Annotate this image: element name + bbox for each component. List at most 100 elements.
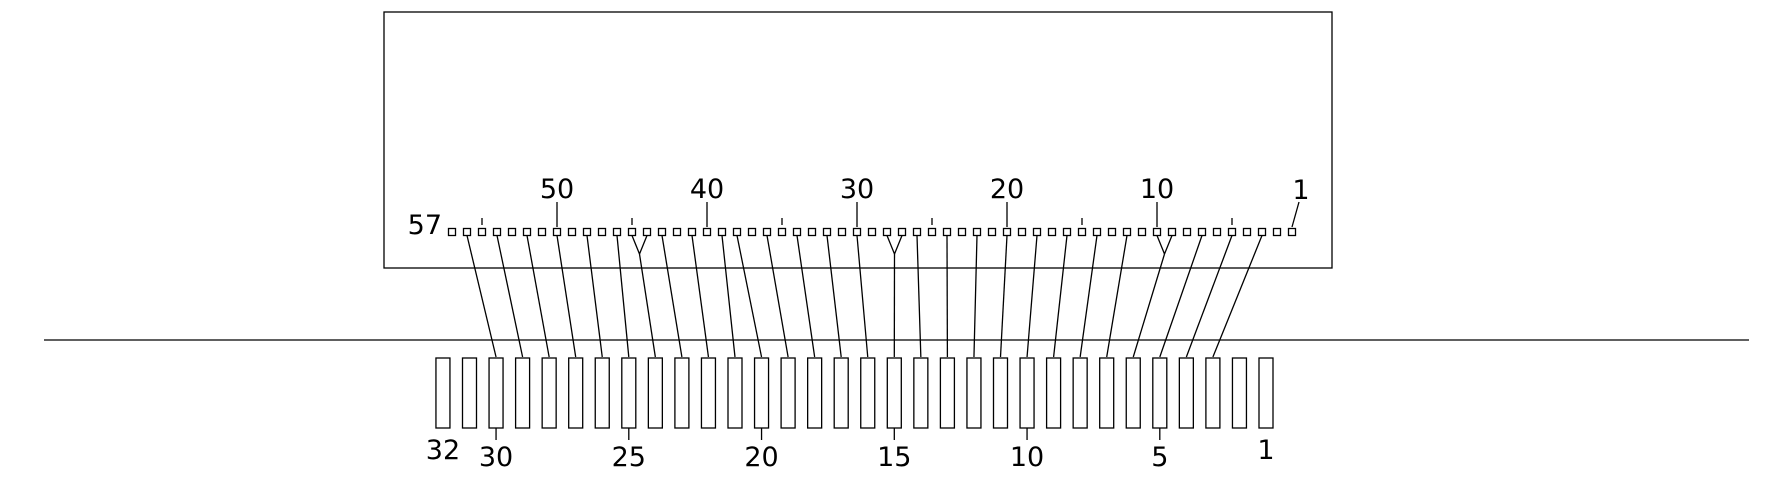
connector-pin-label: 32 [426,435,460,466]
connector-pin-22 [701,358,715,428]
wire-pin-27 [557,236,576,358]
connector-pin-23 [675,358,689,428]
lcd-pad-label: 40 [690,174,724,205]
connector-pin-21 [728,358,742,428]
wire-pin-22 [692,236,708,358]
lcd-pad-19 [1019,229,1026,236]
connector-pin-25 [622,358,636,428]
lcd-pad-17 [1049,229,1056,236]
wires-layer [467,236,1262,358]
lcd-pad-24 [944,229,951,236]
wire-fork-branch [1165,236,1173,255]
lcd-pad-56 [464,229,471,236]
wire-fork-branch [1157,236,1165,255]
lcd-pad-30 [854,229,861,236]
lcd-pad-54 [494,229,501,236]
connector-pin-label: 5 [1151,442,1168,473]
wire-pin-25 [617,236,629,358]
wire-pin-6 [1133,254,1164,357]
lcd-pad-11 [1139,229,1146,236]
connector-pin-19 [781,358,795,428]
wire-fork-branch [887,236,895,255]
connector-pin-7 [1100,358,1114,428]
lcd-pad-14 [1094,229,1101,236]
connector-pin-label: 30 [479,442,513,473]
connector-pin-24 [648,358,662,428]
lcd-pad-46 [614,229,621,236]
connector-pin-1 [1259,358,1273,428]
wire-pin-3 [1213,236,1262,358]
lcd-pad-41 [689,229,696,236]
wire-pin-4 [1186,236,1232,358]
lcd-pad-57 [449,229,456,236]
wire-pin-16 [857,236,868,358]
lcd-pad-label: 57 [408,210,442,241]
connector-pin-20 [755,358,769,428]
lcd-pad-32 [824,229,831,236]
lcd-pad-45 [629,229,636,236]
lcd-pad-53 [509,229,516,236]
connector-pin-10 [1020,358,1034,428]
lcd-pad-15 [1079,229,1086,236]
lcd-pad-31 [839,229,846,236]
wire-pin-9 [1054,236,1067,358]
connector-pin-31 [463,358,477,428]
lcd-pad-21 [989,229,996,236]
lcd-pad-50 [554,229,561,236]
connector-pin-15 [887,358,901,428]
wire-pin-23 [662,236,682,358]
wire-pin-5 [1160,236,1202,358]
wire-fork-branch [895,236,903,255]
wire-pin-8 [1080,236,1097,358]
wire-pin-24 [640,254,656,357]
wire-pin-20 [737,236,762,358]
wire-pin-28 [527,236,549,358]
connector-pin-29 [516,358,530,428]
wire-pin-12 [974,236,977,358]
connector-pin-2 [1232,358,1246,428]
lcd-pad-2 [1274,229,1281,236]
lcd-pad-33 [809,229,816,236]
lcd-pad-40 [704,229,711,236]
lcd-pad-28 [884,229,891,236]
connector-pin-13 [940,358,954,428]
wire-fork-branch [640,236,648,255]
lcd-pad-42 [674,229,681,236]
wire-pin-18 [797,236,815,358]
lcd-pad-10 [1154,229,1161,236]
connector-pin-label: 25 [612,442,646,473]
connector-pin-11 [994,358,1008,428]
lcd-pad-26 [914,229,921,236]
wire-fork-branch [632,236,640,255]
lcd-pad-label: 10 [1140,174,1174,205]
lcd-pad-22 [974,229,981,236]
connector-pin-14 [914,358,928,428]
lcd-pad-7 [1199,229,1206,236]
lcd-pad-label: 1 [1292,175,1309,206]
lcd-pad-48 [584,229,591,236]
connector-pin-28 [542,358,556,428]
lcd-pad-43 [659,229,666,236]
wire-pin-30 [467,236,496,358]
connector-pin-5 [1153,358,1167,428]
lcd-pad-47 [599,229,606,236]
lcd-pad-18 [1034,229,1041,236]
lcd-pad-label: 30 [840,174,874,205]
connector-pin-label: 10 [1010,442,1044,473]
connector-pin-label: 20 [744,442,778,473]
lcd-pad-8 [1184,229,1191,236]
lcd-pad-25 [929,229,936,236]
lcd-pad-39 [719,229,726,236]
connector-pin-3 [1206,358,1220,428]
connector-pin-label: 1 [1257,435,1274,466]
connector-pin-9 [1047,358,1061,428]
wire-pin-26 [587,236,602,358]
lcd-pad-1 [1289,229,1296,236]
lcd-pad-27 [899,229,906,236]
lcd-pad-36 [764,229,771,236]
wire-pin-17 [827,236,841,358]
lcd-pad-29 [869,229,876,236]
connector-pins-layer [436,358,1273,428]
